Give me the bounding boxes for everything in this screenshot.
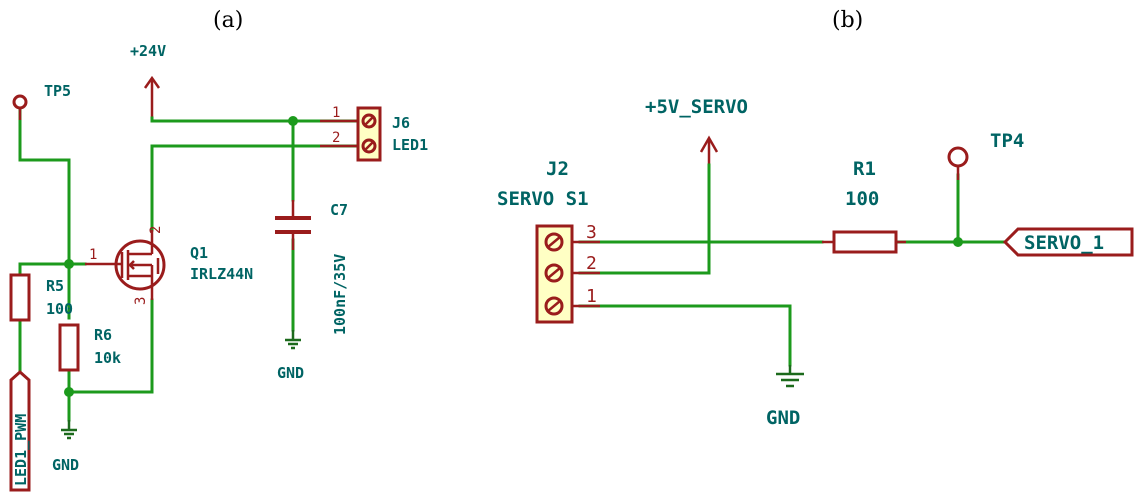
- junction-dot: [288, 116, 298, 126]
- j2-pin1: 1: [586, 286, 597, 307]
- left-circuit: +24V TP5: [9, 42, 428, 492]
- r6-ref: R6: [94, 326, 112, 344]
- junction-dot: [953, 237, 963, 247]
- j6-connector: [320, 106, 382, 162]
- r1-value: 100: [845, 188, 879, 210]
- gnd-symbol-r6: [61, 420, 77, 440]
- panel-label-a: (a): [213, 8, 243, 33]
- c7-ref: C7: [330, 201, 348, 219]
- j6-value: LED1: [392, 136, 428, 154]
- j2-screw-terminal: [535, 224, 600, 324]
- gnd-label-r6: GND: [52, 456, 79, 474]
- led1-pwm-label-shape: [9, 369, 31, 492]
- tp5-ref: TP5: [44, 82, 71, 100]
- j6-pin1: 1: [332, 105, 340, 121]
- r1-resistor: [822, 230, 906, 254]
- q1-pin1: 1: [89, 247, 97, 263]
- junction-dot: [64, 259, 74, 269]
- r5-value: 100: [46, 300, 73, 318]
- power-24v-label: +24V: [130, 42, 166, 60]
- c7-capacitor: [275, 200, 311, 250]
- left-wires: [18, 108, 360, 422]
- right-circuit: +5V_SERVO 3 2 1 J2 SERVO S1: [497, 96, 1134, 429]
- j6-ref: J6: [392, 114, 410, 132]
- gnd-label-c7: GND: [277, 364, 304, 382]
- j2-pin2: 2: [586, 253, 597, 274]
- panel-label-b: (b): [832, 8, 863, 33]
- gnd-symbol-right: [776, 365, 804, 388]
- r1-ref: R1: [853, 158, 876, 180]
- j2-ref: J2: [546, 158, 569, 180]
- right-wires: [578, 163, 1007, 367]
- q1-ref: Q1: [190, 244, 208, 262]
- r5-resistor: [9, 273, 31, 322]
- tp4-symbol: [947, 146, 969, 180]
- servo-1-label: SERVO_1: [1024, 232, 1104, 254]
- j6-pin2: 2: [332, 130, 340, 146]
- r5-ref: R5: [46, 277, 64, 295]
- j2-value: SERVO S1: [497, 188, 589, 210]
- led1-pwm-label: LED1_PWM: [12, 414, 30, 486]
- j2-pin3: 3: [586, 222, 597, 243]
- q1-value: IRLZ44N: [190, 265, 253, 283]
- q1-pin2: 2: [148, 226, 164, 234]
- gnd-label-right: GND: [766, 407, 800, 429]
- r6-resistor: [58, 323, 80, 372]
- power-24v-symbol: [143, 75, 161, 118]
- junction-dot: [64, 387, 74, 397]
- tp5-symbol: [12, 94, 28, 120]
- tp4-ref: TP4: [990, 130, 1024, 152]
- q1-pin3: 3: [133, 297, 149, 305]
- q1-mosfet: [85, 230, 166, 300]
- gnd-symbol-c7: [285, 330, 301, 350]
- servo-1-label-shape: [1002, 227, 1134, 257]
- power-5v-servo-label: +5V_SERVO: [645, 96, 748, 118]
- c7-value: 100nF/35V: [331, 254, 349, 335]
- r6-value: 10k: [94, 349, 121, 367]
